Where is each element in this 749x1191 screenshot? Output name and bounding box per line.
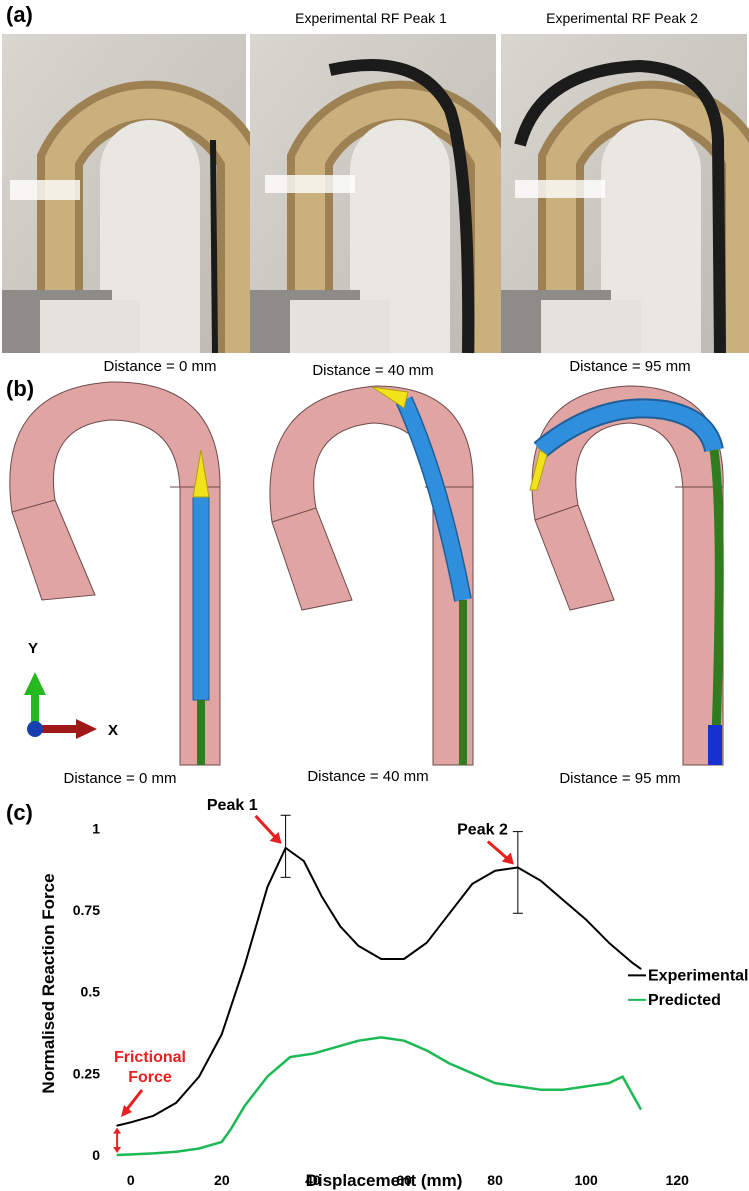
axis-triad [24,672,97,739]
panel-label-c: (c) [6,800,33,825]
sim-top-label-2: Distance = 40 mm [312,362,434,379]
legend-label-predicted: Predicted [648,992,721,1009]
data-point-experimental [221,1033,223,1035]
data-point-predicted [380,1036,383,1039]
y-tick-label: 0.25 [73,1065,100,1081]
sim-bottom-label-1: Distance = 0 mm [63,770,177,787]
simulation-models [9,381,724,766]
panel-label-a: (a) [6,2,33,27]
data-point-predicted [608,1082,610,1084]
x-tick-label: 40 [305,1172,321,1188]
data-point-predicted [116,1154,118,1156]
series-line-predicted [117,1036,642,1157]
photo-title-2: Experimental RF Peak 1 [295,10,447,26]
data-point-experimental [198,1075,200,1078]
data-point-predicted [539,1088,542,1091]
data-point-experimental [266,886,269,888]
data-point-experimental [303,860,305,862]
y-axis-label: Normalised Reaction Force [39,873,58,1093]
frictional-arrowhead-bottom [113,1147,122,1153]
y-tick-label: 1 [92,820,100,836]
data-point-experimental [630,961,633,964]
photo-1 [2,34,263,354]
annotation-peak-1: Peak 1 [207,797,258,814]
data-point-predicted [448,1062,451,1065]
data-point-predicted [175,1150,178,1153]
x-tick-label: 60 [396,1172,412,1188]
sim-bottom-label-2: Distance = 40 mm [307,768,429,785]
data-point-predicted [562,1088,565,1091]
x-tick-label: 80 [487,1172,503,1188]
data-point-predicted [243,1105,246,1107]
data-point-predicted [312,1052,314,1055]
annotation-frictional-line-2: Force [128,1069,172,1086]
data-point-predicted [425,1049,428,1052]
data-point-experimental [357,945,360,947]
sim-top-label-3: Distance = 95 mm [569,358,691,375]
data-point-predicted [266,1075,269,1078]
data-point-experimental [640,968,642,970]
tube-model-1 [9,381,221,766]
data-point-predicted [640,1108,642,1111]
frictional-arrowhead-top [113,1127,122,1134]
y-tick-label: 0.75 [73,902,100,918]
data-point-predicted [230,1128,232,1130]
experimental-photos [2,34,749,354]
data-point-predicted [357,1039,360,1042]
data-point-experimental [585,919,587,921]
x-tick-label: 120 [666,1172,690,1188]
y-tick-label: 0.5 [81,984,101,1000]
tube-model-3 [529,385,724,766]
peak-2-arrowhead [501,852,514,865]
data-point-experimental [494,870,496,872]
peak-1-arrowhead [269,831,282,844]
data-point-predicted [494,1082,496,1084]
data-point-experimental [116,1124,118,1127]
data-point-experimental [339,925,342,928]
axis-y-label: Y [28,640,39,657]
series-line-experimental [116,846,642,1127]
data-point-experimental [562,899,565,901]
annotation-frictional-line-1: Frictional [114,1049,186,1066]
data-point-predicted [334,1046,337,1048]
x-tick-label: 20 [214,1172,230,1188]
data-point-predicted [198,1147,200,1150]
data-point-experimental [175,1101,178,1104]
data-point-predicted [221,1141,223,1143]
data-point-predicted [289,1056,291,1058]
data-point-predicted [585,1085,587,1088]
photo-3 [501,34,749,354]
frictional-arrowhead [121,1105,132,1117]
data-point-predicted [621,1075,624,1078]
data-point-experimental [471,883,474,885]
legend-label-experimental: Experimental [648,967,748,984]
data-point-experimental [425,941,428,944]
y-tick-label: 0 [92,1147,100,1163]
data-point-experimental [152,1115,155,1117]
data-point-experimental [321,896,323,898]
x-axis-label: Displacement (mm) [306,1171,463,1190]
panel-label-b: (b) [6,376,35,401]
data-point-predicted [152,1152,155,1155]
sim-top-label-1: Distance = 0 mm [103,358,217,375]
data-point-predicted [403,1039,405,1042]
data-point-predicted [517,1085,519,1088]
data-point-experimental [243,964,246,967]
data-point-predicted [471,1072,474,1075]
photo-title-3: Experimental RF Peak 2 [546,10,698,26]
data-point-experimental [403,958,405,960]
x-tick-label: 0 [127,1172,135,1188]
data-point-experimental [608,941,610,944]
axis-x-label: X [108,722,119,739]
tube-model-2 [269,385,474,766]
annotation-peak-2: Peak 2 [457,822,508,839]
photo-2 [250,34,513,354]
data-point-experimental [380,958,383,960]
sim-bottom-label-3: Distance = 95 mm [559,770,681,787]
data-point-experimental [129,1121,132,1124]
x-tick-label: 100 [574,1172,598,1188]
data-point-experimental [539,879,542,882]
data-point-experimental [448,912,451,915]
